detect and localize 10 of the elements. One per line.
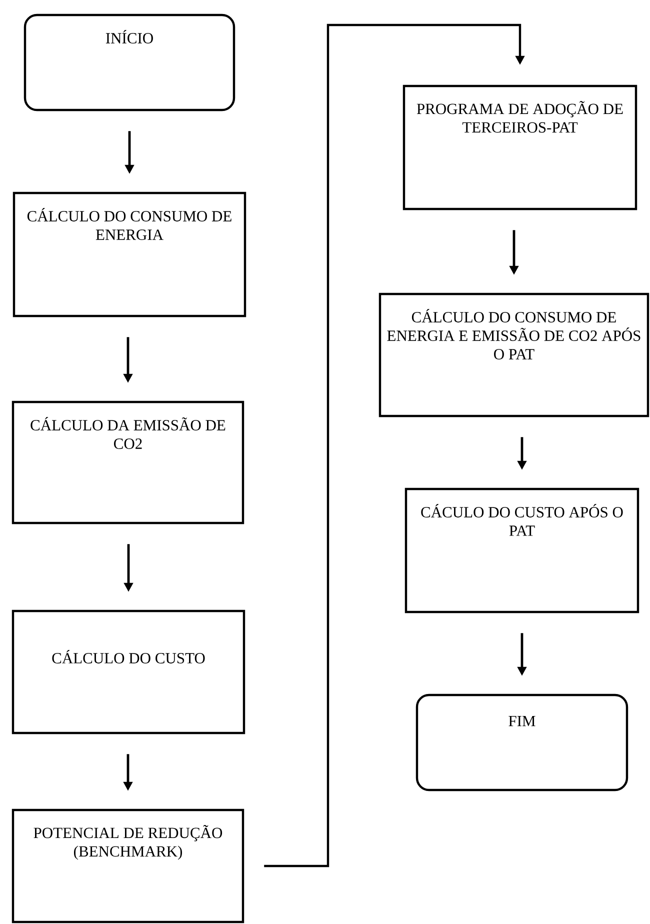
process-box: CÁLCULO DO CUSTO — [12, 610, 246, 734]
terminal-box: FIM — [416, 694, 628, 792]
process-box: CÁLCULO DO CONSUMO DE ENERGIA — [12, 192, 246, 318]
process-box: CÁLCULO DO CONSUMO DE ENERGIA E EMISSÃO DE CO2 APÓS O PAT — [378, 292, 650, 418]
process-box: PROGRAMA DE ADOÇÃO DE TERCEIROS-PAT — [402, 84, 638, 210]
terminal-box: INÍCIO — [24, 14, 236, 112]
process-box: POTENCIAL DE REDUÇÃO (BENCHMARK) — [12, 808, 244, 924]
process-box: CÁLCULO DA EMISSÃO DE CO2 — [12, 400, 244, 524]
arrow — [264, 24, 525, 868]
process-box: CÁCULO DO CUSTO APÓS O PAT — [404, 488, 640, 614]
